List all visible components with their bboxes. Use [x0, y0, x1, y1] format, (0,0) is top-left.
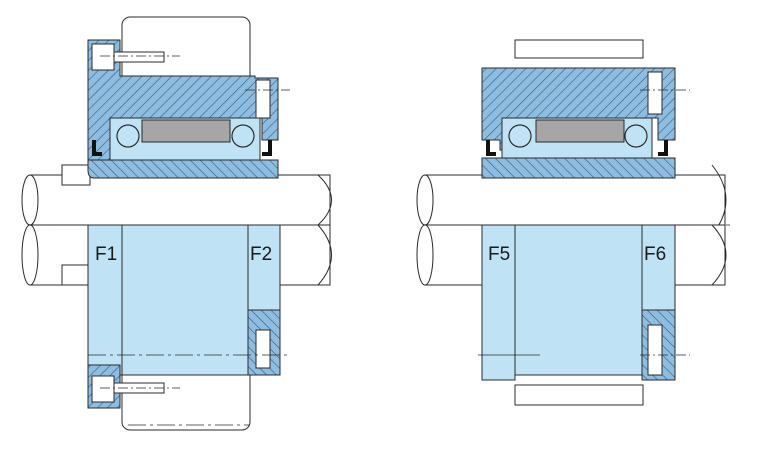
left-top-screw-head [91, 43, 115, 71]
right-seal-left [486, 140, 496, 156]
label-f6: F6 [644, 244, 666, 265]
left-inner-race [87, 159, 279, 179]
right-ball-1 [508, 124, 532, 148]
left-top-right-screw [255, 79, 271, 119]
left-roller [141, 119, 231, 143]
right-bottom-rim [514, 384, 644, 406]
left-bottom-screw-head [91, 375, 115, 403]
label-f5: F5 [488, 244, 510, 265]
right-top-screw [647, 71, 663, 115]
right-inner-race [481, 157, 676, 179]
right-roller [535, 119, 625, 143]
left-clutch-assembly [21, 16, 332, 431]
left-bottom-right-screw [255, 329, 271, 369]
right-ball-2 [624, 124, 648, 148]
left-seal-left [92, 140, 102, 156]
right-bottom-screw [647, 324, 663, 376]
left-seal-right [262, 140, 272, 156]
label-f1: F1 [95, 244, 117, 265]
left-top-screw-shank [113, 51, 165, 63]
left-ball-2 [231, 124, 255, 148]
right-seal-right [658, 140, 668, 156]
left-ball-1 [116, 124, 140, 148]
right-top-rim [514, 39, 644, 59]
label-f2: F2 [250, 244, 272, 265]
right-clutch-assembly [416, 39, 730, 406]
